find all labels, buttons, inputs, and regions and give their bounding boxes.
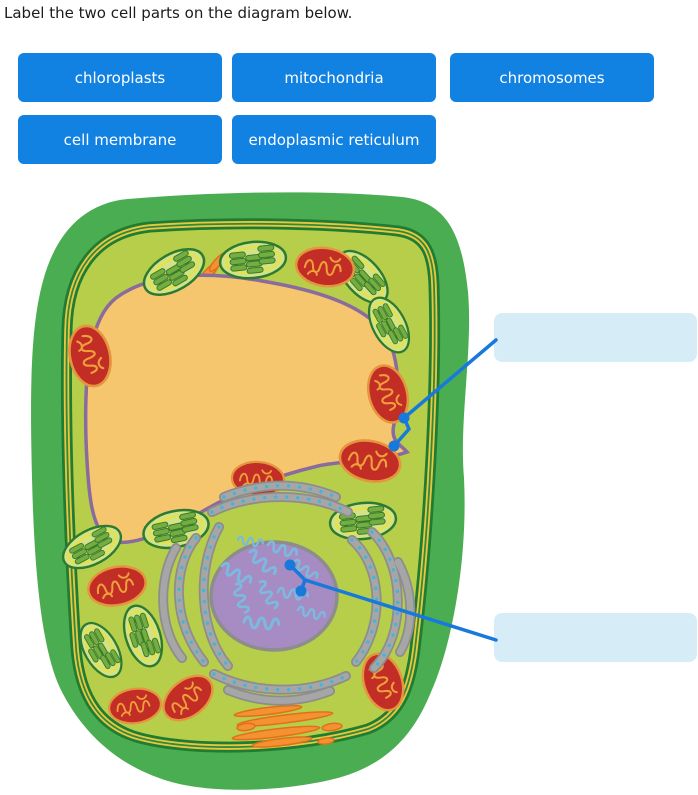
rough-er <box>158 480 416 706</box>
word-bank-button-mitochondria[interactable]: mitochondria <box>232 53 436 102</box>
answer-drop-zone-2[interactable] <box>494 613 697 662</box>
word-bank-button-chloroplasts[interactable]: chloroplasts <box>18 53 222 102</box>
leader-dot-bottom-1 <box>284 559 296 571</box>
word-bank-label: cell membrane <box>63 130 177 149</box>
word-bank-button-cell-membrane[interactable]: cell membrane <box>18 115 222 164</box>
leader-dot-bottom-2 <box>295 585 307 597</box>
word-bank-button-chromosomes[interactable]: chromosomes <box>450 53 654 102</box>
word-bank-label: mitochondria <box>284 68 384 87</box>
leader-lines <box>284 338 498 642</box>
answer-drop-zone-1[interactable] <box>494 313 697 362</box>
page-title: Label the two cell parts on the diagram … <box>4 4 353 22</box>
word-bank-label: chromosomes <box>499 68 605 87</box>
word-bank-label: chloroplasts <box>74 68 166 87</box>
leader-dot-top-2 <box>388 440 400 452</box>
word-bank-button-endoplasmic-reticulum[interactable]: endoplasmic reticulum <box>232 115 436 164</box>
word-bank-label: endoplasmic reticulum <box>248 130 420 149</box>
golgi-apparatus <box>231 704 343 748</box>
ribosome-dots <box>177 484 400 692</box>
nucleus <box>209 535 339 652</box>
leader-dot-top-1 <box>398 412 410 424</box>
